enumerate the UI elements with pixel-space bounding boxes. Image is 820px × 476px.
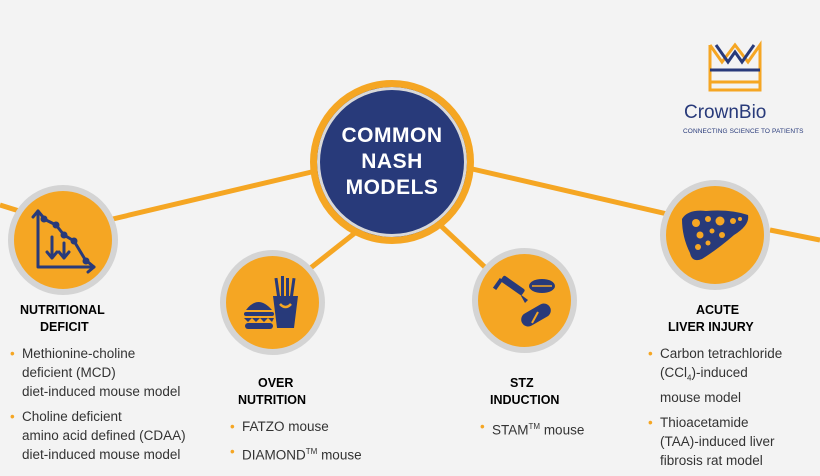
hub-title-line-3: MODELS xyxy=(345,176,439,199)
list-item: FATZO mouse xyxy=(230,417,400,436)
heading-acute-liver-injury: ACUTE LIVER INJURY xyxy=(668,302,754,336)
list-over-nutrition: FATZO mouse DIAMONDTM mouse xyxy=(230,417,400,471)
hub-title-line-2: NASH xyxy=(361,150,423,173)
heading-acute-line-2: LIVER INJURY xyxy=(668,320,754,334)
brand-name: CrownBio xyxy=(684,102,767,123)
list-stz-induction: STAMTM mouse xyxy=(480,417,630,446)
heading-over-line-2: NUTRITION xyxy=(238,393,307,407)
heading-acute-line-1: ACUTE xyxy=(696,303,740,317)
liver-icon xyxy=(682,210,749,261)
heading-stz-line-1: STZ xyxy=(510,376,534,390)
list-item: Methionine-choline deficient (MCD) diet-… xyxy=(10,344,250,401)
heading-over-line-1: OVER xyxy=(258,376,294,390)
list-item: STAMTM mouse xyxy=(480,417,630,440)
node-over-nutrition xyxy=(220,250,325,355)
connector-nutritional xyxy=(99,167,321,225)
syringe-pill-icon xyxy=(492,275,555,326)
hub-title-line-1: COMMON xyxy=(341,124,443,147)
node-stz-induction xyxy=(472,248,577,353)
list-item: Choline deficient amino acid defined (CD… xyxy=(10,407,250,464)
list-item: Thioacetamide (TAA)-induced liver fibros… xyxy=(648,413,813,470)
declining-chart-icon xyxy=(31,209,96,274)
hub-circle: COMMON NASH MODELS xyxy=(310,80,474,244)
burger-fries-icon xyxy=(243,275,298,329)
heading-nutritional-deficit: NUTRITIONAL DEFICIT xyxy=(20,302,105,336)
heading-nutritional-line-2: DEFICIT xyxy=(40,320,89,334)
list-item: Carbon tetrachloride (CCl4)-induced mous… xyxy=(648,344,813,407)
node-nutritional-deficit xyxy=(8,185,118,295)
list-nutritional-deficit: Methionine-choline deficient (MCD) diet-… xyxy=(10,344,250,470)
node-acute-liver-injury xyxy=(660,180,770,290)
connector-right-edge xyxy=(769,227,820,243)
heading-stz-line-2: INDUCTION xyxy=(490,393,560,407)
heading-stz-induction: STZ INDUCTION xyxy=(490,375,559,409)
list-item: DIAMONDTM mouse xyxy=(230,442,400,465)
list-acute-liver-injury: Carbon tetrachloride (CCl4)-induced mous… xyxy=(648,344,813,476)
heading-over-nutrition: OVER NUTRITION xyxy=(238,375,306,409)
brand-tagline: CONNECTING SCIENCE TO PATIENTS xyxy=(683,128,804,135)
crown-logo-icon xyxy=(708,40,762,92)
heading-nutritional-line-1: NUTRITIONAL xyxy=(20,303,105,317)
